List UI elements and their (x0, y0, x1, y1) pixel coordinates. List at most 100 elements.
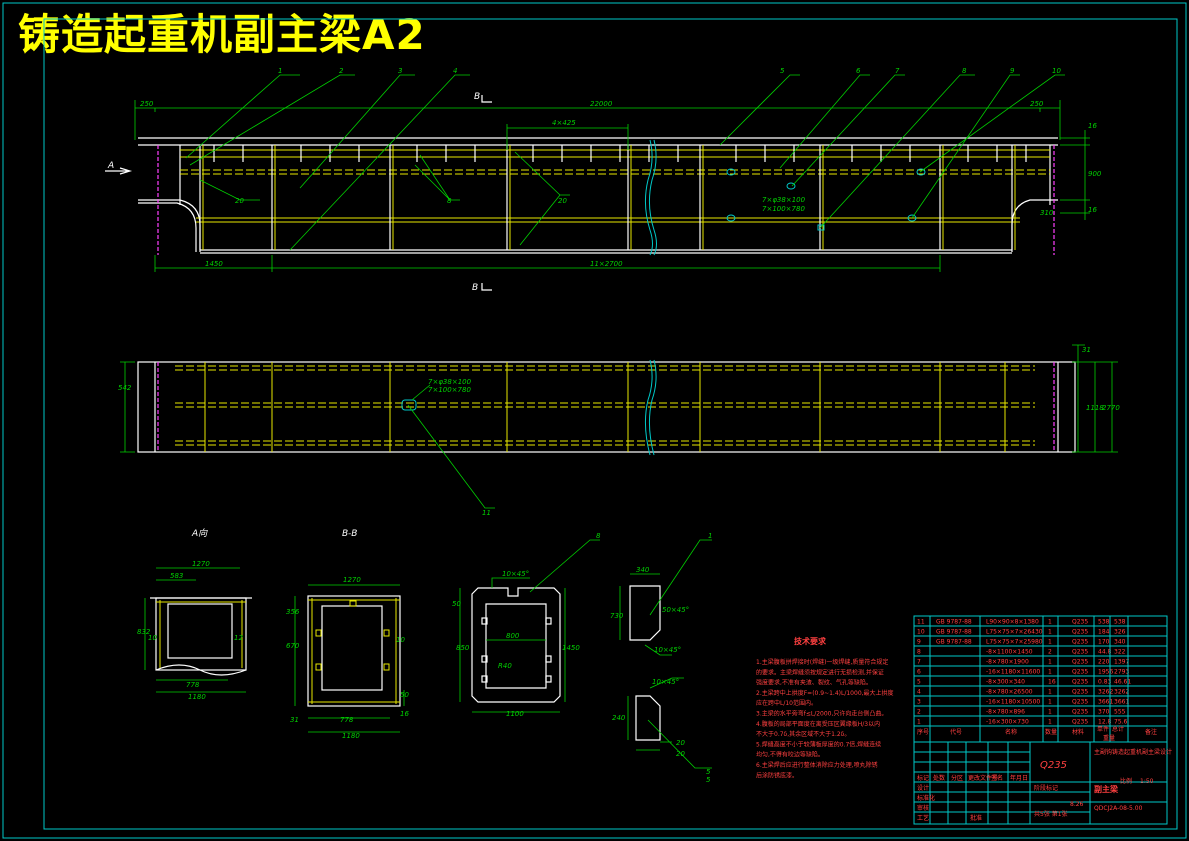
plate-h2: 1450 (562, 644, 580, 652)
dim-total: 22000 (590, 100, 613, 108)
bom-cell-name: -8×780×1900 (986, 659, 1029, 666)
plan-note-hole-2: 7×100×780 (428, 386, 471, 394)
plan-dim-left: 542 (118, 384, 132, 392)
tb-design: 设计 (917, 784, 929, 792)
hole (726, 168, 736, 176)
plate-notch (545, 675, 552, 683)
sec-b-h2: 670 (286, 642, 300, 650)
sec-b-notch (383, 629, 390, 637)
sec-a-w1: 1270 (192, 560, 210, 568)
tech-item: 后涂防锈底漆。 (756, 771, 798, 779)
small1-ang: 50×45° (662, 606, 689, 614)
tech-item: 不大于0.7δ,其余区域不大于1.2δ。 (756, 730, 850, 738)
tb-zone: 分区 (951, 774, 963, 782)
small2-h: 240 (612, 714, 626, 722)
bom-cell-mat: Q235 (1072, 649, 1088, 656)
tb-std: 标准化 (917, 794, 935, 802)
small2-s: 5 (706, 776, 711, 784)
part-label-7: 7 (895, 67, 900, 75)
bom-cell-no: 8 (917, 649, 921, 656)
dim-left-end: 250 (140, 100, 154, 108)
weld-note-1: 20 (235, 197, 244, 205)
small2-ch: 10×45° (652, 678, 679, 686)
sec-b-s2: 16 (400, 710, 409, 718)
tb-count: 处数 (933, 774, 945, 782)
bom-cell-qty: 1 (1048, 699, 1052, 706)
bom-cell-name: -8×1100×1450 (986, 649, 1033, 656)
cut-label-b: B (474, 92, 480, 102)
tb-code-no: QDCJ2A-08-5.00 (1094, 805, 1143, 812)
section-a-view: A向 1270 583 832 10 12 778 1180 (137, 528, 252, 701)
dim-pitch: 4×425 (552, 119, 576, 127)
note-hole-2: 7×100×780 (762, 205, 805, 213)
plate-notch (481, 655, 488, 663)
bom-cell-unit: 3262 (1098, 689, 1113, 696)
elevation-view (105, 74, 1090, 291)
bom-cell-total: 326 (1114, 629, 1126, 636)
part-label-10: 10 (1052, 67, 1061, 75)
bom-cell-name: L75×75×7×25980 (986, 639, 1043, 646)
tb-check: 审核 (917, 804, 929, 812)
bom-cell-no: 6 (917, 669, 921, 676)
bom-h-name: 名称 (1005, 728, 1017, 736)
tech-item: 2.主梁跨中上拱度F=(0.9~1.4)L/1000,最大上拱度 (756, 689, 894, 697)
small1-w: 340 (636, 566, 650, 574)
bom-cell-mat: Q235 (1072, 659, 1088, 666)
bom-cell-name: -16×1180×11600 (986, 669, 1040, 676)
part-label-1-small: 1 (708, 532, 712, 540)
bom-cell-qty: 1 (1048, 639, 1052, 646)
bom-cell-unit: 220 (1098, 659, 1110, 666)
bom-cell-qty: 1 (1048, 629, 1052, 636)
bom-cell-total: 1397 (1114, 659, 1129, 666)
bom-cell-no: 10 (917, 629, 925, 636)
sec-b-b2: 778 (340, 716, 354, 724)
plate-notch (545, 617, 552, 625)
small2-t2: 20 (676, 750, 685, 758)
tb-mark: 标记 (917, 774, 929, 782)
bom-cell-no: 7 (917, 659, 921, 666)
tb-sheet: 共5张 第1张 (1034, 810, 1068, 818)
bom-h-weight: 重量 (1103, 734, 1115, 742)
sec-b-notch (383, 663, 390, 671)
bom-cell-unit: 1956 (1098, 669, 1113, 676)
dim-right-height: 900 (1088, 170, 1102, 178)
bom-cell-name: -16×1180×10500 (986, 699, 1040, 706)
tb-approve: 批准 (970, 814, 982, 822)
page-title: 铸造起重机副主梁A2 (18, 10, 426, 59)
hole (786, 182, 796, 190)
bom-cell-no: 2 (917, 709, 921, 716)
plan-dim-right-2: 1118 (1086, 404, 1104, 412)
part-label-8: 8 (962, 67, 967, 75)
bom-cell-name: -16×300×730 (986, 719, 1029, 726)
sec-a-h1: 832 (137, 628, 151, 636)
part-label-3: 3 (398, 67, 402, 75)
bom-cell-unit: 0.83 (1098, 679, 1112, 686)
bom-cell-no: 5 (917, 679, 921, 686)
tb-weight: 8.26 (1070, 801, 1084, 808)
plate-r1: R40 (498, 662, 512, 670)
sec-a-b2: 1180 (188, 693, 206, 701)
sec-a-d2: 12 (234, 634, 243, 642)
bom-h-total: 总计 (1112, 725, 1124, 733)
bom-cell-total: 3262 (1114, 689, 1129, 696)
tb-scale-label: 比例 (1120, 777, 1132, 785)
weld-note-3: 20 (558, 197, 567, 205)
sec-b-w1: 1270 (343, 576, 361, 584)
bom-cell-total: 555 (1114, 709, 1126, 716)
part-labels: 1 2 3 4 5 6 7 8 9 10 (278, 67, 1061, 75)
bom-cell-code: GB 9787-88 (936, 619, 972, 626)
bom-h-qty: 数量 (1045, 728, 1057, 736)
tech-item: 5.焊缝高度不小于较薄板厚度的0.7倍,焊缝连续 (756, 740, 881, 748)
part-label-5-small: 5 (706, 768, 711, 776)
bom-cell-total: 46.61 (1114, 679, 1131, 686)
elevation-stiffeners (199, 145, 1027, 250)
tech-item: 强度要求,不准有夹渣、裂纹、气孔等缺陷。 (756, 679, 872, 687)
tech-item: 应在跨中L/10范围内。 (756, 699, 817, 707)
section-b-view: B-B 1270 356 670 10 31 778 1180 50 16 (286, 529, 409, 740)
hole (817, 224, 825, 231)
bom-cell-total: 75.6 (1114, 719, 1128, 726)
